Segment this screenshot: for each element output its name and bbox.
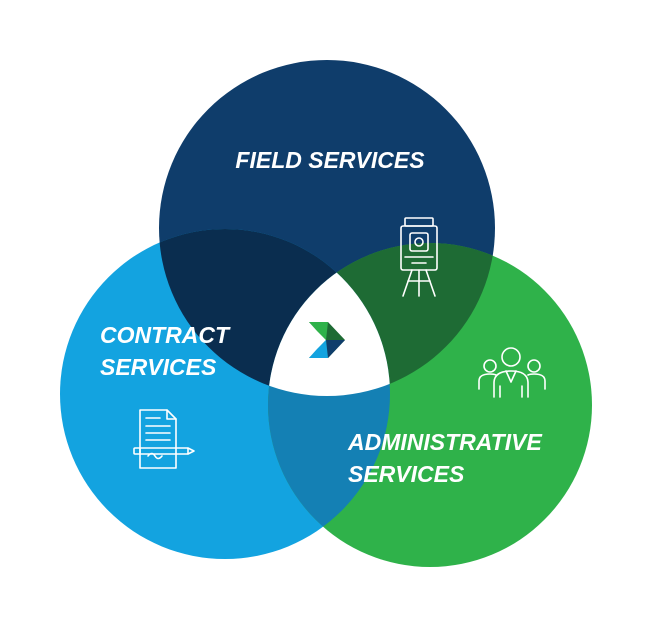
administrative-services-title-line2: SERVICES [348, 461, 465, 487]
contract-services-title-line1: CONTRACT [100, 322, 231, 348]
center-overlap [268, 243, 390, 396]
field-services-title: FIELD SERVICES [235, 147, 425, 173]
administrative-services-title-line1: ADMINISTRATIVE [347, 429, 542, 455]
contract-document-pen-icon [133, 409, 195, 469]
surveying-total-station-icon [400, 217, 438, 297]
contract-services-title-line2: SERVICES [100, 354, 217, 380]
company-arrow-logo-icon [309, 322, 345, 358]
people-group-icon [478, 347, 546, 398]
